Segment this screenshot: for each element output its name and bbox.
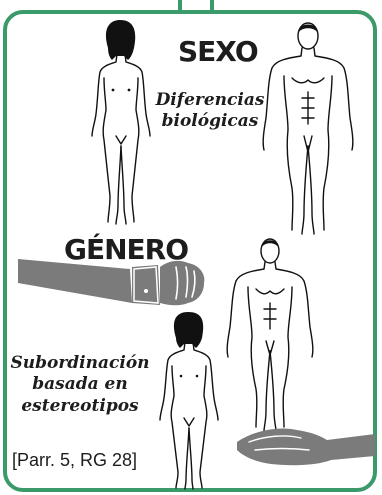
gender-caption-line2: basada en — [32, 374, 128, 395]
open-hand — [237, 428, 375, 466]
sex-caption-line1: Diferencias — [155, 90, 265, 110]
sex-caption: Diferencias biológicas — [150, 90, 270, 133]
gender-caption: Subordinación basada en estereotipos — [5, 353, 155, 417]
fist-arm — [18, 259, 205, 306]
sex-title: SEXO — [178, 35, 259, 68]
reference-note: [Parr. 5, RG 28] — [12, 450, 138, 470]
man-figure-top — [262, 22, 354, 235]
sex-caption-line2: biológicas — [161, 111, 259, 132]
man-figure-bottom — [226, 238, 314, 432]
woman-figure-top — [91, 20, 151, 225]
diagram-frame — [3, 10, 377, 492]
gender-caption-line1: Subordinación — [10, 353, 150, 373]
gender-title: GÉNERO — [64, 233, 189, 266]
gender-caption-line3: estereotipos — [21, 395, 139, 416]
woman-figure-bottom — [159, 312, 219, 490]
